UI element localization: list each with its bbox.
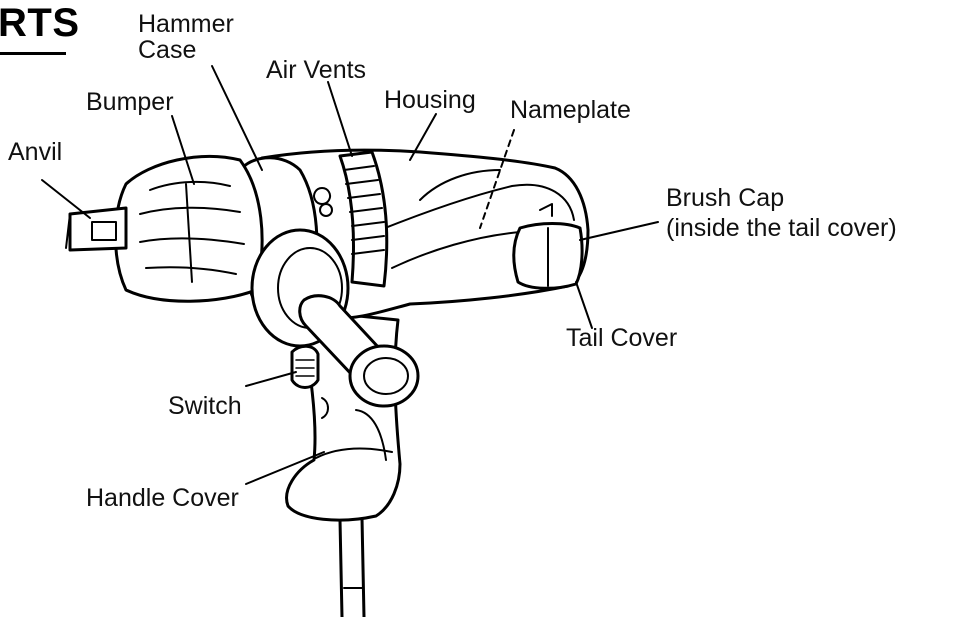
label-brush-cap-line1: Brush Cap xyxy=(666,184,785,212)
bumper xyxy=(114,154,264,303)
label-hammer-case-line2: Case xyxy=(138,36,197,64)
heading-underline xyxy=(0,52,66,55)
tail-cover xyxy=(512,222,584,290)
label-handle-cover: Handle Cover xyxy=(86,484,239,512)
label-air-vents: Air Vents xyxy=(266,56,367,84)
leader-anvil xyxy=(41,179,91,219)
power-cord xyxy=(338,516,366,617)
leader-brush-cap xyxy=(579,221,659,241)
leader-nameplate xyxy=(479,129,515,229)
label-bumper: Bumper xyxy=(86,88,174,116)
leader-handle-cover xyxy=(245,451,325,485)
leader-lines xyxy=(41,65,659,485)
switch-trigger xyxy=(290,344,320,389)
label-nameplate: Nameplate xyxy=(510,96,631,124)
leader-switch xyxy=(245,371,297,387)
anvil xyxy=(65,206,128,252)
leader-air-vents xyxy=(327,81,353,157)
section-heading: RTS xyxy=(0,1,80,45)
label-brush-cap-line2: (inside the tail cover) xyxy=(666,214,897,242)
label-tail-cover: Tail Cover xyxy=(566,324,678,352)
side-grip-bar xyxy=(298,294,420,408)
leader-tail-cover xyxy=(575,281,593,329)
leader-hammer-case xyxy=(211,65,263,171)
label-housing: Housing xyxy=(384,86,476,114)
label-anvil: Anvil xyxy=(8,138,63,166)
label-switch: Switch xyxy=(168,392,242,420)
leader-bumper xyxy=(171,115,195,185)
air-vents xyxy=(338,150,389,288)
label-hammer-case-line1: Hammer xyxy=(138,10,234,38)
leader-housing xyxy=(409,113,437,161)
